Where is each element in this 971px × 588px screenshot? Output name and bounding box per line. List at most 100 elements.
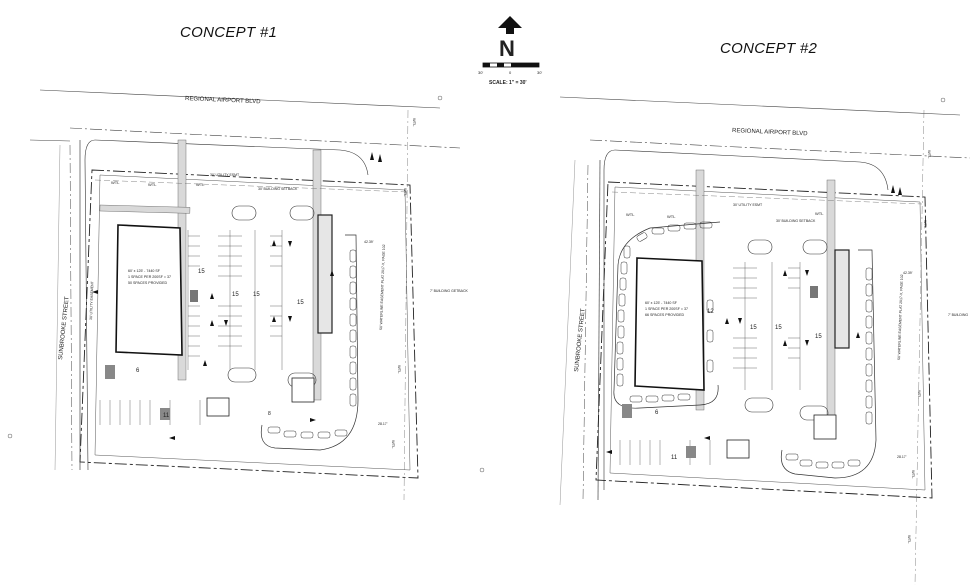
waterline-label: WTL (907, 535, 912, 544)
waterline-label: WTL (403, 188, 408, 197)
waterline-easement-label: 50' WATERLINE EASEMENT PLAT 2017-X, PAGE… (897, 274, 904, 360)
north-arrow-icon: N 30' 0 30' SCALE: 1" = 30' (478, 16, 542, 86)
accessible-stall-hatch (686, 446, 696, 458)
stall-count: 15 (253, 292, 260, 298)
building-label-1: 60' x 125' - 7440 SF (645, 301, 678, 305)
waterline-label: WTL (196, 182, 205, 187)
dimension-label: 28.17' (897, 455, 907, 459)
north-letter: N (499, 36, 515, 61)
scale-tick-left: 30' (478, 70, 483, 75)
dimension-label: 28.17' (378, 422, 388, 426)
waterline-label: WTL (815, 211, 824, 216)
dumpster-enclosure (813, 414, 837, 440)
utility-esmt-label: 30' UTILITY ESMT (733, 203, 763, 207)
scale-bar (482, 62, 540, 68)
drive-thru-lane (780, 249, 877, 479)
curb-line-north (614, 149, 889, 191)
waterline-label: WTL (111, 180, 120, 185)
accessible-stall-hatch (160, 408, 170, 420)
parking-stalls (99, 230, 283, 425)
building-getback-label: 7' BUILDING GETBACK (430, 289, 468, 293)
dumpster-enclosure (726, 439, 750, 459)
setback-line (609, 186, 926, 491)
utility-marker-icon (479, 467, 485, 473)
scale-tick-zero: 0 (509, 70, 512, 75)
building-label-3: 66 SPACES PROVIDED (645, 313, 684, 317)
landscape-island (747, 239, 773, 255)
landscape-island (289, 205, 315, 221)
stall-count: 6 (655, 410, 659, 416)
stall-count: 15 (815, 334, 822, 340)
sunbrooke-west-edge (559, 159, 576, 506)
accessible-stall-hatch (622, 404, 632, 418)
traffic-arrows (92, 152, 382, 440)
waterline-label: WTL (397, 365, 402, 374)
dumpster-enclosure (291, 377, 315, 403)
utility-esmt-label: 30' UTILITY ESMT (210, 173, 240, 177)
building-footprint (115, 224, 183, 356)
utility-marker-icon (940, 97, 946, 103)
accessible-stall-hatch (810, 286, 818, 298)
sunbrooke-centerline (69, 144, 73, 471)
landscape-island (802, 239, 828, 255)
waterline-label: WTL (667, 214, 676, 219)
dimension-label: 42.39' (903, 271, 913, 275)
waterline (94, 179, 409, 193)
queued-cars (267, 249, 357, 439)
waterline-label: WTL (923, 220, 928, 229)
building-footprint (634, 257, 705, 391)
drive-thru-kiosk (317, 214, 333, 334)
curb-line-west (603, 149, 616, 490)
road-centerline (589, 139, 971, 159)
stall-count: 15 (198, 269, 205, 275)
building-label-2: 1 SPACE PER 200SF = 37 (645, 307, 688, 311)
concept-1-title: CONCEPT #1 (180, 24, 278, 41)
road-edge-north (39, 89, 441, 109)
sunbrooke-west-edge (54, 144, 61, 471)
scale-label: SCALE: 1" = 30' (489, 80, 527, 86)
stall-count: 11 (163, 413, 170, 419)
dumpster-enclosure (206, 397, 230, 417)
waterline-easement-label: 50' WATERLINE EASEMENT PLAT 2017-X, PAGE… (379, 244, 386, 330)
airport-blvd-label: REGIONAL AIRPORT BLVD (185, 96, 261, 105)
dimension-label: 42.39' (364, 240, 374, 244)
stall-count: 15 (750, 325, 757, 331)
building-getback-label: 7' BUILDING (948, 313, 968, 317)
landscape-island (227, 367, 257, 383)
road-centerline (69, 127, 461, 149)
traffic-arrows (606, 185, 902, 454)
stall-count: 15 (297, 300, 304, 306)
scale-tick-right: 30' (537, 70, 542, 75)
sunbrooke-centerline (582, 164, 589, 501)
building-setback-label: 30' BUILDING SETBACK (776, 219, 816, 223)
queued-cars (616, 221, 714, 403)
road-edge-sw (29, 139, 71, 142)
airport-blvd-label: REGIONAL AIRPORT BLVD (732, 128, 808, 137)
utility-easement-strip-2 (826, 179, 836, 436)
landscape-island (231, 205, 257, 221)
sunbrooke-label: SUNBROOKE STREET (574, 308, 587, 372)
accessible-stall-hatch (190, 290, 198, 302)
building-label-2: 1 SPACE PER 200SF = 37 (128, 275, 171, 279)
drive-thru-kiosk (834, 249, 850, 349)
utility-marker-icon (7, 433, 13, 439)
waterline (914, 109, 925, 586)
waterline-label: WTL (911, 470, 916, 479)
queued-cars (785, 267, 873, 469)
stall-count: 6 (136, 368, 140, 374)
curb-line-west (84, 139, 96, 471)
curb-line-north (94, 139, 369, 176)
waterline-label: WTL (626, 212, 635, 217)
accessible-stall-hatch (105, 365, 115, 379)
utility-easement-strip-3 (99, 204, 191, 214)
building-setback-label: 30' BUILDING SETBACK (258, 187, 298, 191)
waterline-label: WTL (412, 118, 417, 127)
road-edge-north (559, 96, 961, 116)
waterline-label: WTL (148, 182, 157, 187)
concept-2-title: CONCEPT #2 (720, 40, 818, 57)
stall-count: 12 (707, 309, 714, 315)
stall-count: 15 (232, 292, 239, 298)
landscape-island (744, 397, 774, 413)
